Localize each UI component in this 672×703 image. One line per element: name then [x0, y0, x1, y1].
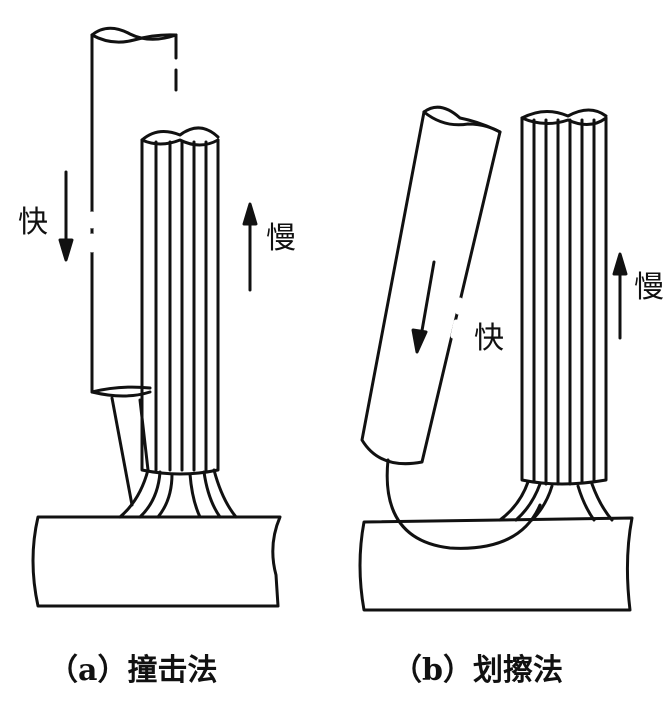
label-fast-a: 快: [18, 205, 48, 240]
label-slow-a: 慢: [266, 221, 296, 256]
workpiece-b: [358, 516, 634, 612]
arrow-up-a: [242, 202, 258, 292]
label-slow-b: 慢: [634, 270, 664, 305]
figure-a: [31, 26, 282, 608]
electrode-b: [360, 105, 542, 550]
arrow-up-b: [612, 252, 628, 340]
electrode-gap-b: [450, 297, 463, 339]
rod-bundle-b: [498, 108, 614, 522]
rod-bundle-a: [118, 126, 238, 519]
arrow-down-a: [58, 170, 74, 262]
workpiece-a: [31, 515, 282, 608]
caption-a: （a）撞击法: [48, 653, 217, 688]
electrode-a: [90, 26, 178, 507]
caption-b: （b）划擦法: [392, 653, 563, 688]
figure-b: [358, 105, 634, 612]
arrow-down-b: [411, 260, 436, 354]
label-fast-b: 快: [474, 321, 504, 356]
